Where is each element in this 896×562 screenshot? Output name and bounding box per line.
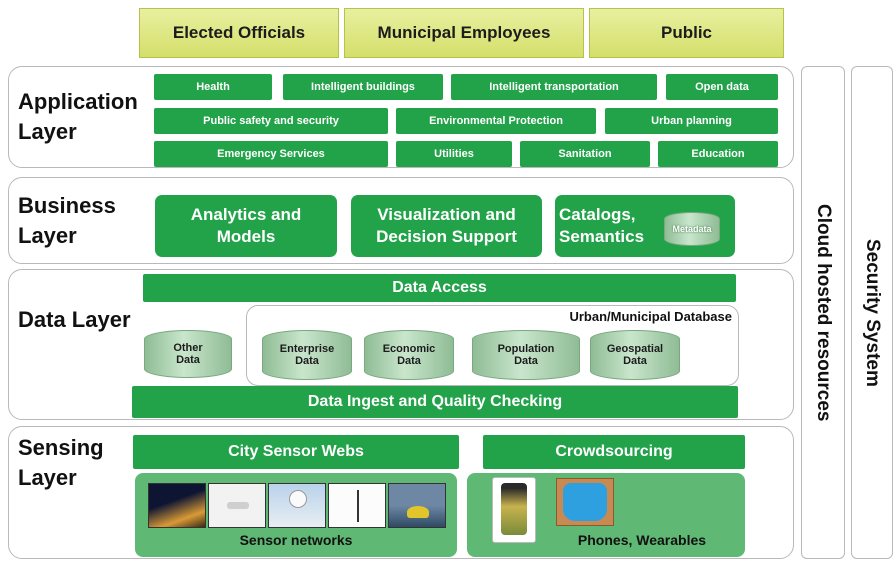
satellite-image [148, 483, 206, 528]
enterprise-data-label: Enterprise Data [279, 343, 335, 367]
app-sanitation: Sanitation [520, 141, 650, 167]
user-elected-officials: Elected Officials [139, 8, 339, 58]
app-health: Health [154, 74, 272, 100]
metadata-cylinder: Metadata [664, 212, 720, 246]
population-data-cylinder: Population Data [472, 330, 580, 380]
smartphone-icon [492, 477, 536, 543]
crowdsourcing-bar: Crowdsourcing [483, 435, 745, 469]
economic-data-cylinder: Economic Data [364, 330, 454, 380]
drone-image [208, 483, 266, 528]
geospatial-data-label: Geospatial Data [606, 343, 664, 367]
phones-wearables-label: Phones, Wearables [577, 532, 707, 548]
urban-database-label: Urban/Municipal Database [569, 309, 732, 324]
security-system-column: Security System [851, 66, 893, 559]
economic-data-label: Economic Data [382, 343, 436, 367]
catalogs-label: Catalogs, Semantics [559, 205, 645, 246]
cloud-resources-label: Cloud hosted resources [813, 203, 834, 422]
app-utilities: Utilities [396, 141, 512, 167]
buoy-image [388, 483, 446, 528]
security-system-label: Security System [862, 238, 883, 387]
app-open-data: Open data [666, 74, 778, 100]
app-urban-planning: Urban planning [605, 108, 778, 134]
enterprise-data-cylinder: Enterprise Data [262, 330, 352, 380]
wearable-icon [556, 478, 614, 526]
user-public: Public [589, 8, 784, 58]
business-layer-title: Business Layer [18, 193, 116, 248]
business-visualization: Visualization and Decision Support [351, 195, 542, 257]
app-public-safety: Public safety and security [154, 108, 388, 134]
metadata-label: Metadata [672, 224, 712, 234]
data-access-bar: Data Access [143, 274, 736, 302]
user-municipal-employees: Municipal Employees [344, 8, 584, 58]
app-intelligent-transportation: Intelligent transportation [451, 74, 657, 100]
weather-station-image [328, 483, 386, 528]
sensor-image-strip [148, 483, 446, 528]
other-data-label: Other Data [173, 342, 203, 366]
data-ingest-bar: Data Ingest and Quality Checking [132, 386, 738, 418]
city-sensor-webs-bar: City Sensor Webs [133, 435, 459, 469]
app-environmental-protection: Environmental Protection [396, 108, 596, 134]
app-education: Education [658, 141, 778, 167]
data-layer-title: Data Layer [18, 307, 131, 332]
other-data-cylinder: Other Data [144, 330, 232, 378]
business-analytics: Analytics and Models [155, 195, 337, 257]
cloud-resources-column: Cloud hosted resources [801, 66, 845, 559]
application-layer-title: Application Layer [18, 89, 138, 144]
app-emergency-services: Emergency Services [154, 141, 388, 167]
sensor-networks-label: Sensor networks [239, 532, 353, 548]
weather-balloon-image [268, 483, 326, 528]
app-intelligent-buildings: Intelligent buildings [283, 74, 443, 100]
population-data-label: Population Data [497, 343, 555, 367]
sensing-layer-title: Sensing Layer [18, 435, 104, 490]
geospatial-data-cylinder: Geospatial Data [590, 330, 680, 380]
